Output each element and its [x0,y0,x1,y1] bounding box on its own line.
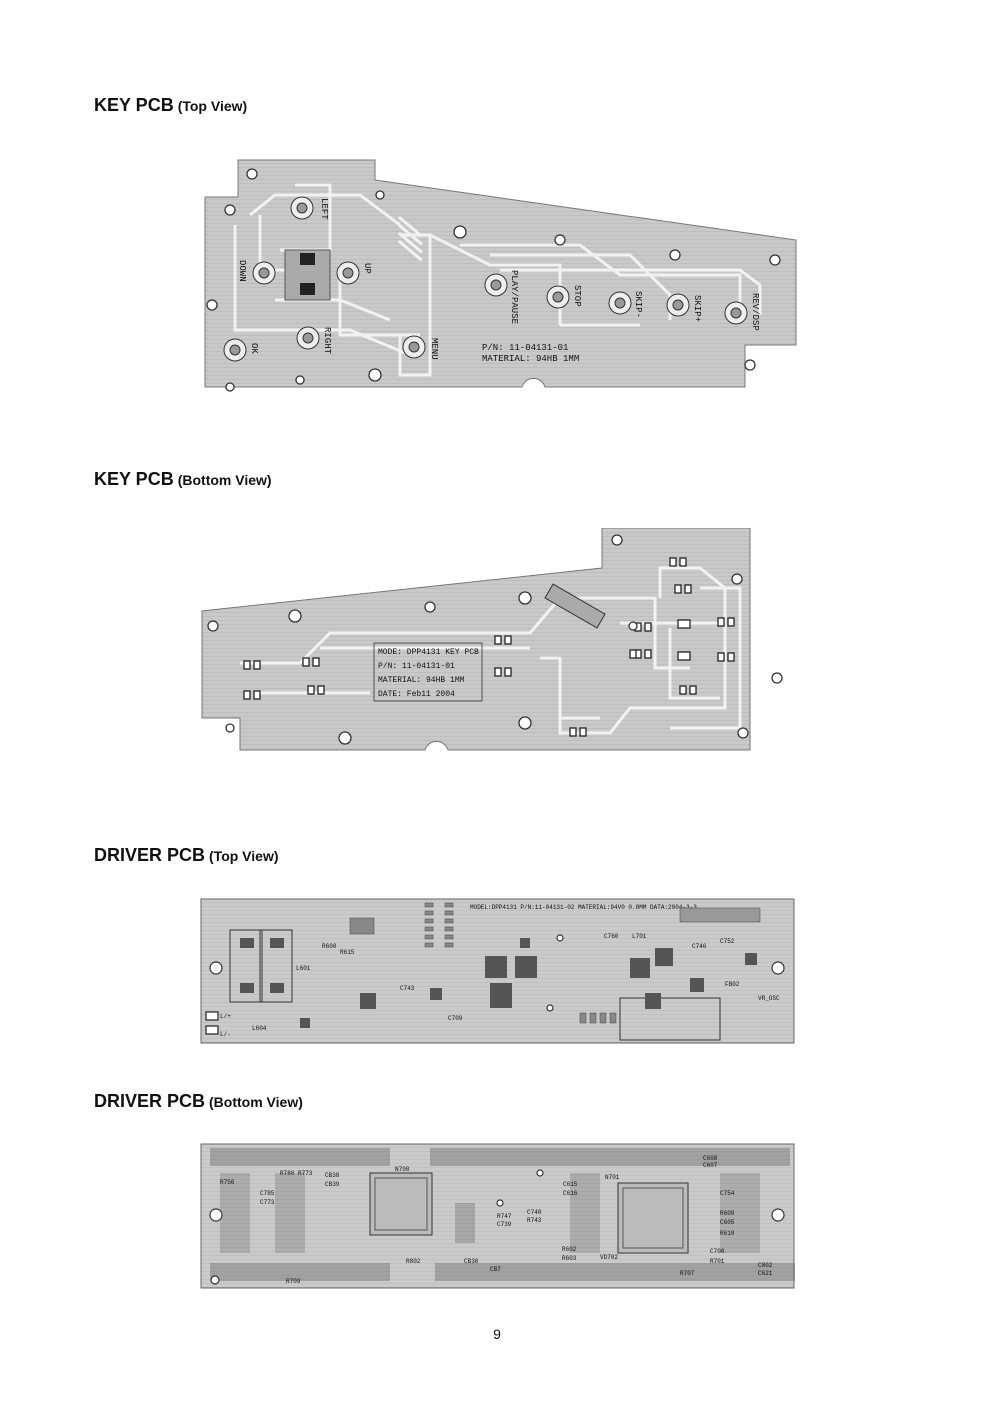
label-cb39: CB39 [325,1181,340,1188]
label-n701: N701 [605,1174,620,1181]
date-text: DATE: Feb11 2004 [378,690,455,699]
label-right: RIGHT [322,327,332,355]
label-plus: L/+ [220,1013,231,1020]
key-pcb-top-board: LEFT DOWN UP RIGHT OK MENU PLAY/PAUSE ST… [200,155,800,395]
key-pcb-bottom-board: MODE: DPP4131 KEY PCB P/N: 11-04131-01 M… [200,528,792,756]
section-title: KEY PCB [94,469,174,489]
label-c607: C607 [703,1162,718,1169]
label-menu: MENU [429,338,439,360]
label-fb02: FB02 [725,981,740,988]
label-r756: R756 [220,1179,235,1186]
label-l601: L601 [296,965,311,972]
driver-pcb-top-board: MODEL:DPP4131 P/N:11-04131-02 MATERIAL:9… [200,898,795,1044]
section-view: (Top View) [209,848,279,864]
label-skip-plus: SKIP+ [692,295,702,322]
part-number: P/N: 11-04131-01 [378,662,455,671]
label-r747: R747 [497,1213,512,1220]
label-cb30: CB30 [464,1258,479,1265]
label-cb38: CB38 [325,1172,340,1179]
section-view: (Top View) [177,98,248,114]
label-c616: C616 [563,1190,578,1197]
label-r615: R615 [340,949,355,956]
section-view: (Bottom View) [209,1094,303,1110]
label-skip-minus: SKIP- [633,291,643,318]
label-r802: R802 [406,1258,421,1265]
material: MATERIAL: 94HB 1MM [378,676,465,685]
label-vr-osc: VR_OSC [758,995,780,1002]
page-number: 9 [493,1326,501,1342]
label-r609: R609 [720,1210,735,1217]
label-c746: C746 [692,943,707,950]
label-minus: L/- [220,1031,231,1038]
label-r602: R602 [562,1246,577,1253]
label-r780: R780 [280,1170,295,1177]
label-c752: C752 [720,938,735,945]
pcb-outline [201,528,751,751]
label-c740: C740 [527,1209,542,1216]
label-r610: R610 [720,1230,735,1237]
label-r603: R603 [562,1255,577,1262]
label-c709: C709 [448,1015,463,1022]
section-title: DRIVER PCB [94,1091,206,1111]
label-r743: R743 [527,1217,542,1224]
label-n708: N708 [395,1166,410,1173]
label-c785: C785 [260,1190,275,1197]
driver-pcb-bottom-heading: DRIVER PCB(Bottom View) [94,1091,303,1112]
mode-text: MODE: DPP4131 KEY PCB [378,648,479,657]
label-down: DOWN [237,260,247,282]
section-title: KEY PCB [94,95,174,115]
label-ok: OK [249,343,259,354]
key-pcb-bottom-heading: KEY PCB(Bottom View) [94,469,272,490]
label-up: UP [362,263,372,274]
label-l701: L701 [632,933,647,940]
label-r608: R608 [322,943,337,950]
label-c615: C615 [563,1181,578,1188]
switches [223,196,748,362]
label-l604: L604 [252,1025,267,1032]
label-r709: R709 [286,1278,301,1285]
label-c760: C760 [604,933,619,940]
label-r701: R701 [710,1258,725,1265]
driver-pcb-top-heading: DRIVER PCB(Top View) [94,845,279,866]
label-cb7: CB7 [490,1266,501,1273]
label-c773: C773 [260,1199,275,1206]
label-c621: C621 [758,1270,773,1277]
part-number: P/N: 11-04131-01 [482,343,568,353]
label-rev-dsp: REV/DSP [750,293,760,331]
label-c743: C743 [400,985,415,992]
label-c739: C739 [497,1221,512,1228]
label-c700: C700 [710,1248,725,1255]
label-play-pause: PLAY/PAUSE [509,270,519,324]
label-c802: C802 [758,1262,773,1269]
board-header: MODEL:DPP4131 P/N:11-04131-02 MATERIAL:9… [470,904,697,911]
label-c605: C605 [720,1219,735,1226]
material: MATERIAL: 94HB 1MM [482,354,579,364]
label-left: LEFT [319,198,329,220]
driver-pcb-bottom-board: C607 C608 N708 N701 C615 C616 R747 R743 … [200,1143,795,1289]
label-vd702: VD702 [600,1254,618,1261]
section-view: (Bottom View) [177,472,272,488]
section-title: DRIVER PCB [94,845,206,865]
label-c754: C754 [720,1190,735,1197]
label-stop: STOP [572,285,582,307]
label-c608: C608 [703,1155,718,1162]
key-pcb-top-heading: KEY PCB(Top View) [94,95,247,116]
label-r773: R773 [298,1170,313,1177]
label-r707: R707 [680,1270,695,1277]
